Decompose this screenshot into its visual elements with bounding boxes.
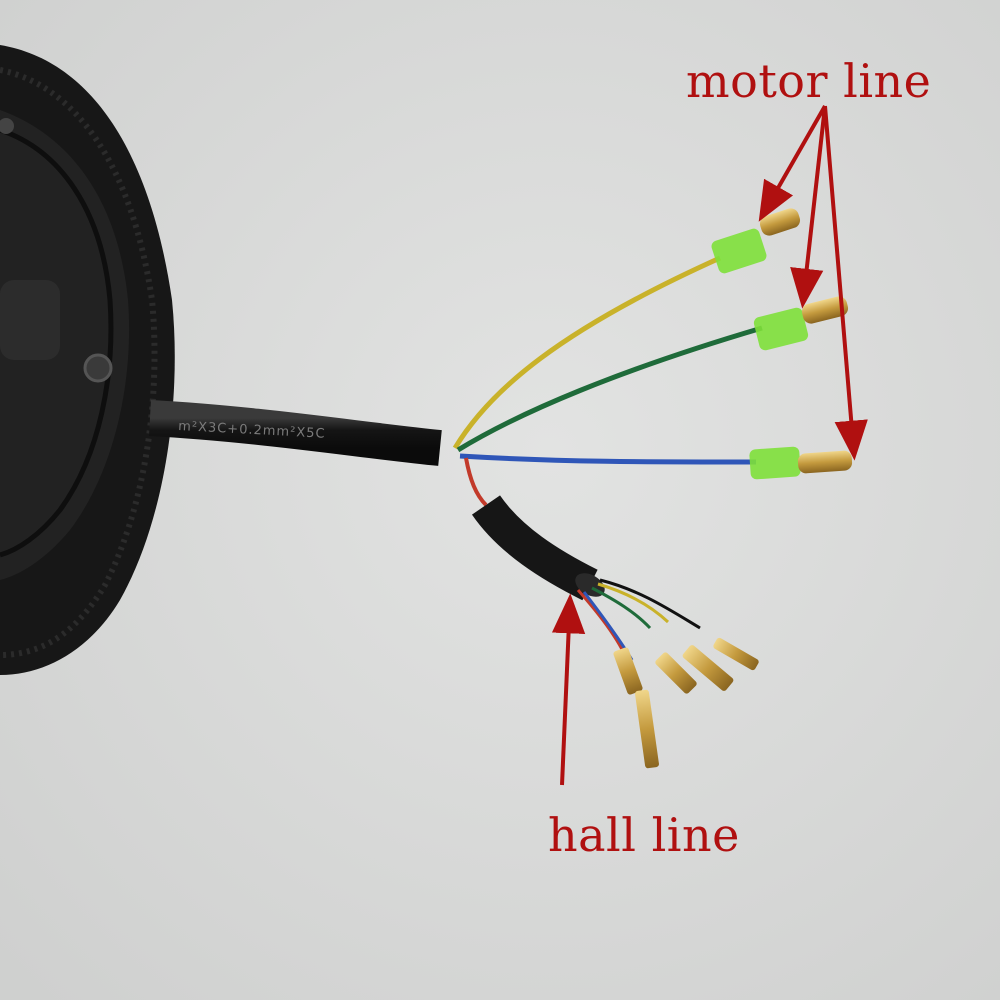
motor-line-label: motor line [686,54,932,108]
annotation-arrow-icon [758,105,827,222]
wheel [0,45,175,675]
annotation-arrow-icon [790,105,827,309]
main-cable: m²X3C+0.2mm²X5C [149,400,442,466]
hall-line-label: hall line [548,808,740,862]
phase-wire-blue [459,453,757,465]
connector-sleeve [749,446,801,480]
hall-terminals [613,637,759,769]
annotation-arrows [551,105,868,786]
hall-wire-green [591,586,652,630]
hall-wire-black [599,578,701,630]
hall-wire-yellow [597,582,670,624]
cable-sheath [149,400,442,466]
spade-terminal-icon [613,647,643,695]
phase-wire-green [456,325,763,453]
hall-wires-inner [464,457,488,507]
connector-sleeve [711,228,767,274]
hall-bundle [464,457,701,661]
spade-terminal-icon [713,637,759,671]
annotation-arrow-icon [823,105,868,461]
hub-axle [0,280,60,360]
spade-terminal-icon [635,689,659,769]
spade-terminal-icon [682,645,734,691]
spade-terminal-icon [655,652,697,694]
hub-bolt-icon [83,353,113,383]
bullet-connector-icon [797,450,853,474]
phase-wire-yellow [452,255,722,450]
annotation-arrow-icon [551,593,586,786]
connector-sleeve [753,307,809,351]
motor-wires [452,255,763,465]
hub-bolt-top-icon [0,118,14,134]
